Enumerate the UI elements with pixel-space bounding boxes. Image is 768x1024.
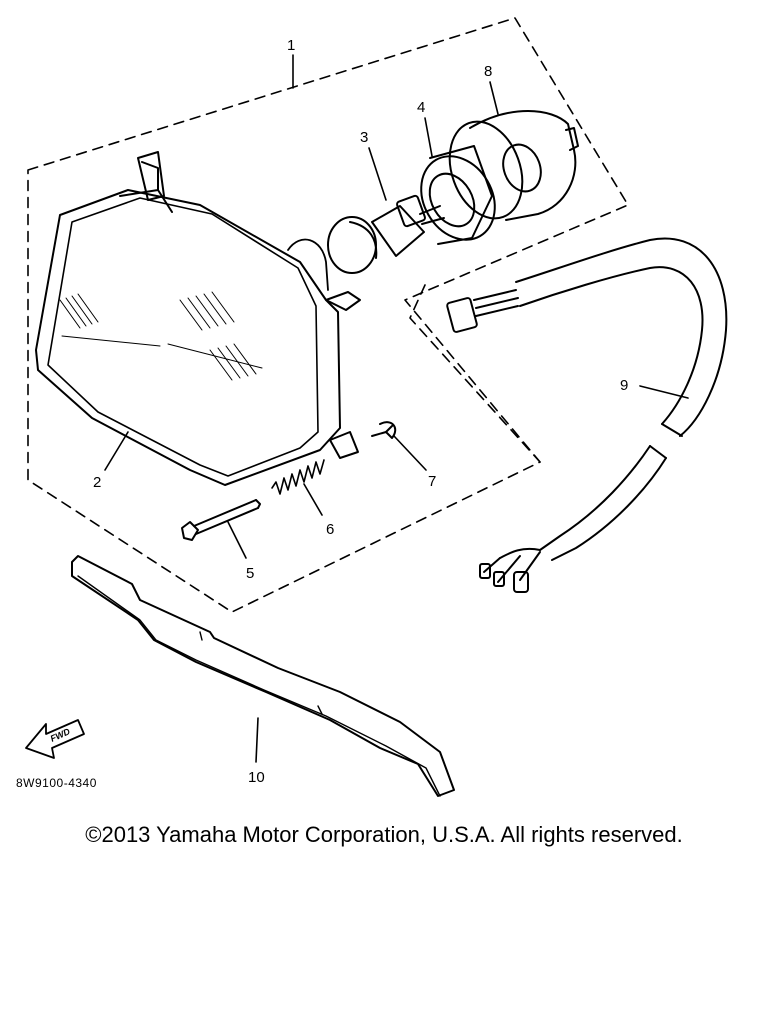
bracket bbox=[71, 555, 455, 797]
callout-2: 2 bbox=[93, 474, 101, 491]
spring bbox=[271, 459, 325, 495]
bracket-edge bbox=[77, 575, 441, 797]
copyright-notice: ©2013 Yamaha Motor Corporation, U.S.A. A… bbox=[85, 822, 683, 847]
assembly-boundary-1 bbox=[27, 17, 629, 613]
leader-2 bbox=[104, 431, 129, 471]
bulb-holder bbox=[420, 145, 496, 245]
bulb bbox=[327, 194, 445, 274]
leader-7 bbox=[393, 435, 427, 471]
leader-6 bbox=[303, 483, 323, 516]
adjust-screw bbox=[181, 499, 261, 541]
leader-9 bbox=[639, 385, 689, 399]
headlight-exploded-diagram: FWD 1 2 3 4 5 6 7 8 9 10 bbox=[25, 17, 728, 797]
forward-arrow-icon: FWD bbox=[25, 719, 85, 759]
wiring-boundary bbox=[409, 284, 541, 463]
wire-harness bbox=[446, 237, 728, 593]
headlight-unit bbox=[35, 151, 361, 486]
callout-8: 8 bbox=[484, 63, 492, 80]
leader-5 bbox=[227, 521, 247, 559]
leader-8 bbox=[489, 81, 499, 115]
clip bbox=[371, 421, 397, 439]
dust-cover bbox=[448, 110, 579, 221]
callout-5: 5 bbox=[246, 565, 254, 582]
callout-4: 4 bbox=[417, 99, 425, 116]
callout-10: 10 bbox=[248, 769, 265, 786]
callout-3: 3 bbox=[360, 129, 368, 146]
leader-3 bbox=[368, 147, 387, 201]
callout-7: 7 bbox=[428, 473, 436, 490]
callout-9: 9 bbox=[620, 377, 628, 394]
callout-1: 1 bbox=[287, 37, 295, 54]
diagram-part-code: 8W9100-4340 bbox=[16, 776, 97, 790]
leader-4 bbox=[424, 117, 433, 157]
bracket-notch bbox=[199, 631, 323, 715]
callout-6: 6 bbox=[326, 521, 334, 538]
leader-10 bbox=[255, 717, 259, 763]
